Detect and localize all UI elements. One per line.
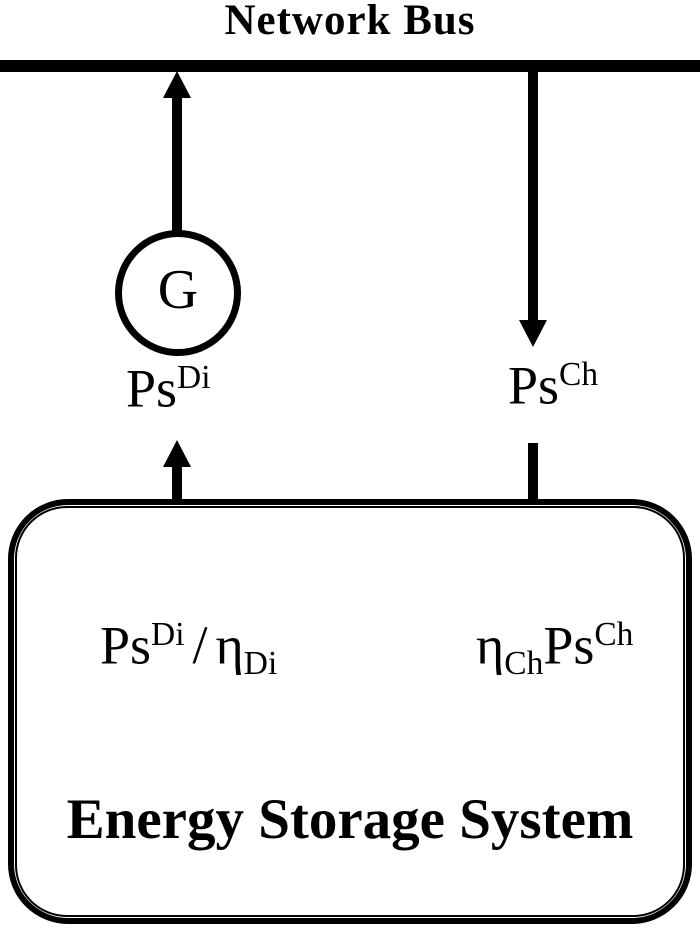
energy-storage-box-label: Energy Storage System	[66, 788, 634, 851]
charge-power-superscript: Ch	[559, 356, 599, 393]
arrow-up-head-icon	[163, 71, 191, 98]
division-operator: /	[192, 615, 208, 676]
network-bus-title: Network Bus	[224, 0, 476, 44]
generator-label: G	[157, 259, 199, 321]
arrow-up-head-icon	[163, 440, 191, 467]
discharge-internal-label: PsDi/ηDi	[100, 618, 277, 681]
discharge-internal-base: Ps	[100, 615, 152, 676]
charge-power-base: Ps	[508, 355, 560, 416]
charge-internal-superscript: Ch	[594, 616, 634, 653]
discharge-efficiency-eta: η	[215, 615, 244, 676]
discharge-efficiency-subscript: Di	[243, 645, 278, 683]
generator-node: G	[115, 230, 241, 356]
arrow-down-head-icon	[519, 320, 547, 347]
energy-storage-box: Energy Storage System	[8, 499, 692, 924]
discharge-power-label: PsDi	[126, 358, 211, 419]
charge-efficiency-eta: η	[476, 615, 505, 676]
discharge-internal-superscript: Di	[151, 616, 185, 653]
charge-internal-label: ηChPsCh	[476, 618, 633, 681]
discharge-power-base: Ps	[126, 358, 178, 419]
charge-efficiency-subscript: Ch	[504, 645, 544, 683]
network-bus-line	[0, 60, 700, 72]
charge-power-label: PsCh	[508, 355, 599, 416]
discharge-power-superscript: Di	[177, 359, 211, 396]
arrow-up-shaft	[172, 94, 182, 233]
energy-storage-box-inner-border	[15, 506, 685, 917]
charge-internal-base: Ps	[543, 615, 595, 676]
arrow-down-shaft	[528, 71, 538, 321]
